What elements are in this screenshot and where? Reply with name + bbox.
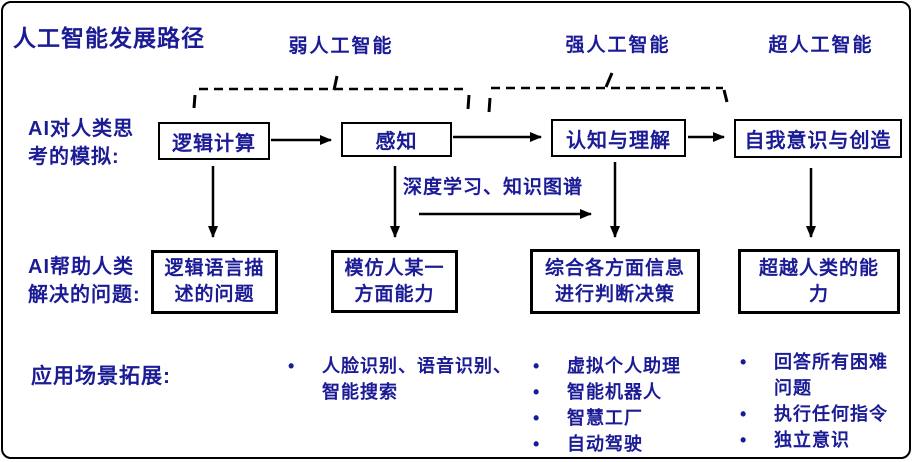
box-logical-computation: 逻辑计算 bbox=[158, 122, 270, 160]
list-item: 执行任何指令 bbox=[738, 401, 896, 427]
line1: 超越人类的能 bbox=[758, 257, 879, 279]
list-item: 回答所有困难问题 bbox=[738, 349, 896, 401]
box-imitate-single-ability-text: 模仿人某一方面能力 bbox=[344, 256, 444, 308]
box-beyond-human-ability: 超越人类的能力 bbox=[738, 249, 900, 314]
line2: 述的问题 bbox=[174, 284, 255, 305]
box-imitate-single-ability: 模仿人某一方面能力 bbox=[331, 250, 458, 313]
list-item: 虚拟个人助理 bbox=[531, 353, 721, 379]
application-list-strong: 虚拟个人助理 智能机器人 智慧工厂 自动驾驶 bbox=[531, 353, 721, 457]
box-self-awareness-creation: 自我意识与创造 bbox=[734, 119, 902, 158]
line2: 力 bbox=[808, 283, 829, 305]
row-label-problems-line1: AI帮助人类 bbox=[28, 256, 134, 278]
box-perception: 感知 bbox=[341, 122, 452, 157]
box-comprehensive-decision-text: 综合各方面信息进行判断决策 bbox=[545, 256, 685, 308]
strong-ai-pointer-tick bbox=[604, 72, 614, 88]
box-comprehensive-decision: 综合各方面信息进行判断决策 bbox=[530, 249, 700, 314]
line1: 模仿人某一 bbox=[344, 257, 445, 279]
stage-label-super-ai: 超人工智能 bbox=[768, 35, 874, 56]
box-beyond-human-ability-text: 超越人类的能力 bbox=[759, 256, 879, 308]
row-label-simulation-line1: AI对人类思 bbox=[28, 118, 134, 140]
bracket-tick bbox=[722, 89, 729, 103]
line2: 方面能力 bbox=[354, 283, 435, 305]
row-label-simulation: AI对人类思 考的模拟: bbox=[28, 115, 134, 171]
row-label-simulation-line2: 考的模拟: bbox=[28, 146, 120, 168]
box-logic-language-problems-text: 逻辑语言描述的问题 bbox=[164, 256, 264, 308]
box-cognition-understanding: 认知与理解 bbox=[551, 119, 686, 157]
page-title: 人工智能发展路径 bbox=[13, 25, 205, 51]
bracket-tick bbox=[487, 97, 492, 113]
weak-ai-pointer-tick bbox=[332, 75, 339, 91]
line1: 综合各方面信息 bbox=[544, 257, 685, 279]
row-label-problems-line2: 解决的问题: bbox=[28, 284, 141, 306]
list-item: 智能机器人 bbox=[531, 379, 721, 405]
row-label-applications: 应用场景拓展: bbox=[31, 365, 171, 388]
line2: 进行判断决策 bbox=[554, 283, 675, 305]
bracket-tick bbox=[192, 94, 197, 109]
list-item: 人脸识别、语音识别、智能搜索 bbox=[286, 353, 514, 405]
list-item: 自动驾驶 bbox=[531, 431, 721, 457]
list-item: 独立意识 bbox=[738, 427, 896, 453]
stage-label-strong-ai: 强人工智能 bbox=[565, 35, 671, 56]
annotation-deep-learning: 深度学习、知识图谱 bbox=[403, 177, 584, 198]
stage-label-weak-ai: 弱人工智能 bbox=[288, 36, 394, 57]
row-label-problems: AI帮助人类 解决的问题: bbox=[28, 253, 141, 309]
list-item: 智慧工厂 bbox=[531, 405, 721, 431]
bracket-tick bbox=[466, 94, 471, 110]
application-list-super: 回答所有困难问题 执行任何指令 独立意识 bbox=[738, 349, 896, 453]
application-list-weak: 人脸识别、语音识别、智能搜索 bbox=[286, 353, 514, 405]
line1: 逻辑语言描 bbox=[164, 258, 265, 279]
box-logic-language-problems: 逻辑语言描述的问题 bbox=[151, 250, 278, 314]
